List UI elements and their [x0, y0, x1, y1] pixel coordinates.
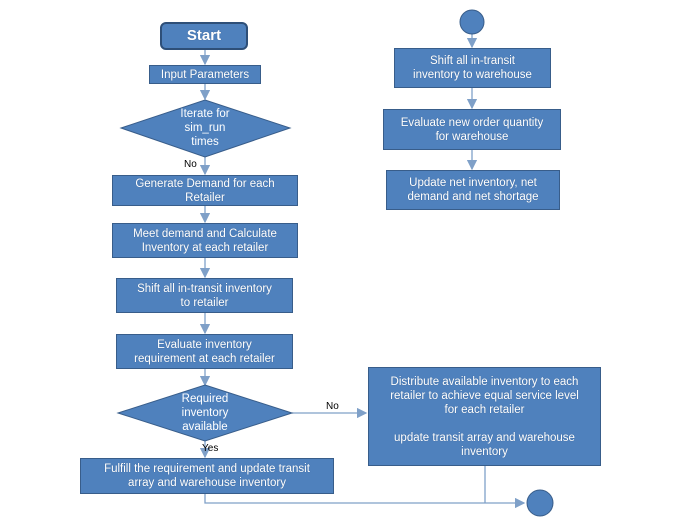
fulfill-node: Fulfill the requirement and update trans… [80, 458, 334, 494]
start-node: Start [160, 22, 248, 50]
update-net-node: Update net inventory, net demand and net… [386, 170, 560, 210]
edge-fulfill-end [204, 494, 526, 509]
distribute-node: Distribute available inventory to each r… [368, 367, 601, 466]
shift-retailer-node: Shift all in-transit inventory to retail… [116, 278, 293, 313]
required-no-label: No [326, 401, 339, 412]
meet-demand-node: Meet demand and Calculate Inventory at e… [112, 223, 298, 258]
iterate-no-label: No [184, 159, 197, 170]
end-connector-circle [526, 489, 554, 517]
iterate-decision-label: Iterate for sim_run times [180, 108, 230, 148]
required-decision-label: Required inventory available [181, 393, 229, 433]
generate-demand-node: Generate Demand for each Retailer [112, 175, 298, 206]
iterate-decision-shape [119, 99, 292, 158]
shift-warehouse-node: Shift all in-transit inventory to wareho… [394, 48, 551, 88]
required-decision-shape [116, 384, 294, 442]
top-connector-circle [459, 9, 485, 35]
input-parameters-node: Input Parameters [149, 65, 261, 84]
evaluate-order-node: Evaluate new order quantity for warehous… [383, 109, 561, 150]
evaluate-requirement-node: Evaluate inventory requirement at each r… [116, 334, 293, 369]
required-yes-label: Yes [202, 443, 219, 454]
